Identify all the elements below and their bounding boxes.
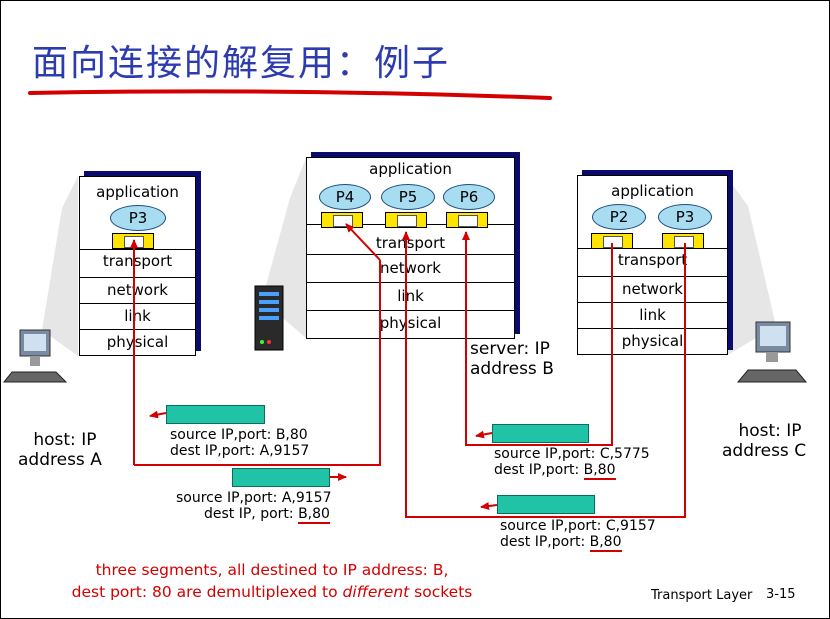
server-process-p5: P5 bbox=[381, 184, 435, 210]
segment-4-source-value: C,9157 bbox=[605, 518, 656, 534]
server-application-label: application bbox=[369, 160, 452, 178]
page-number: 3-15 bbox=[766, 587, 796, 602]
segment-4-labels: source IP,port: C,9157 dest IP,port: B,8… bbox=[500, 518, 656, 552]
segment-4-source-label: source IP,port: bbox=[500, 518, 606, 534]
segment-2-source-label: source IP,port: bbox=[176, 490, 282, 506]
server-socket-p4 bbox=[321, 212, 363, 228]
segment-2-dest-label: dest IP, port: bbox=[204, 506, 299, 522]
server-transport-label: transport bbox=[375, 234, 446, 252]
segment-4-dest-label: dest IP,port: bbox=[500, 534, 590, 550]
host-a-process-p3: P3 bbox=[110, 205, 166, 231]
host-c-stack: application P2 P3 transport network link… bbox=[577, 175, 728, 355]
demux-note-line2: dest port: 80 are demultiplexed to diffe… bbox=[62, 581, 482, 603]
host-c-socket-p3 bbox=[662, 233, 704, 249]
host-a-physical-layer: physical bbox=[80, 329, 195, 356]
server-process-p6: P6 bbox=[443, 184, 495, 210]
server-label: server: IP address B bbox=[470, 339, 554, 379]
host-a-link-label: link bbox=[124, 307, 151, 325]
host-a-network-layer: network bbox=[80, 277, 195, 304]
host-c-label: host: IP address C bbox=[722, 421, 806, 461]
host-c-network-label: network bbox=[622, 280, 683, 298]
segment-4-dest: dest IP,port: B,80 bbox=[500, 534, 656, 552]
server-label-line1: server: IP bbox=[470, 339, 550, 359]
demux-note-line2-pre: dest port: 80 are demultiplexed to bbox=[71, 583, 343, 601]
host-c-process-p3: P3 bbox=[658, 204, 712, 230]
segment-4-source: source IP,port: C,9157 bbox=[500, 518, 656, 534]
segment-2 bbox=[232, 468, 330, 487]
segment-3-source: source IP,port: C,5775 bbox=[494, 446, 650, 462]
host-a-application-label: application bbox=[96, 183, 179, 201]
host-c-socket-p2 bbox=[591, 233, 633, 249]
host-a-socket bbox=[112, 233, 154, 249]
server-p5-label: P5 bbox=[398, 188, 418, 206]
slide-title: 面向连接的解复用：例子 bbox=[32, 43, 451, 84]
server-transport-layer: transport bbox=[307, 224, 514, 255]
host-a-label: host: IP address A bbox=[18, 430, 102, 470]
host-a-label-line2: address A bbox=[18, 450, 102, 470]
host-c-process-p2: P2 bbox=[592, 204, 646, 230]
segment-1-dest-value: A,9157 bbox=[259, 443, 310, 459]
segment-3-dest-label: dest IP,port: bbox=[494, 462, 584, 478]
segment-1-source-value: B,80 bbox=[275, 427, 308, 443]
server-network-layer: network bbox=[307, 254, 514, 283]
segment-1-labels: source IP,port: B,80 dest IP,port: A,915… bbox=[170, 427, 309, 459]
server-socket-p6 bbox=[446, 212, 488, 228]
server-link-label: link bbox=[397, 287, 424, 305]
host-a-label-line1: host: IP bbox=[33, 430, 97, 450]
segment-3-source-value: C,5775 bbox=[599, 446, 650, 462]
segment-1-source: source IP,port: B,80 bbox=[170, 427, 309, 443]
host-c-label-line1: host: IP bbox=[738, 421, 802, 441]
demux-note-line2-post: sockets bbox=[409, 583, 473, 601]
segment-2-source-value: A,9157 bbox=[281, 490, 332, 506]
host-a-network-label: network bbox=[107, 281, 168, 299]
segment-2-source: source IP,port: A,9157 bbox=[176, 490, 331, 506]
footer-title: Transport Layer bbox=[651, 588, 753, 603]
host-a-physical-label: physical bbox=[106, 333, 169, 351]
segment-2-dest: dest IP, port: B,80 bbox=[176, 506, 331, 524]
segment-2-dest-value: B,80 bbox=[298, 506, 330, 524]
segment-2-labels: source IP,port: A,9157 dest IP, port: B,… bbox=[176, 490, 331, 524]
host-c-physical-layer: physical bbox=[578, 328, 727, 355]
host-c-link-layer: link bbox=[578, 302, 727, 329]
host-a-transport-layer: transport bbox=[80, 249, 195, 280]
server-process-p4: P4 bbox=[319, 184, 371, 210]
segment-3-source-label: source IP,port: bbox=[494, 446, 600, 462]
demux-note: three segments, all destined to IP addre… bbox=[62, 559, 482, 603]
segment-3-dest-value: B,80 bbox=[583, 462, 616, 480]
host-c-network-layer: network bbox=[578, 276, 727, 303]
segment-1 bbox=[166, 405, 265, 424]
server-physical-label: physical bbox=[379, 314, 442, 332]
server-socket-p5 bbox=[385, 212, 427, 228]
server-p4-label: P4 bbox=[335, 188, 355, 206]
host-c-transport-label: transport bbox=[617, 251, 688, 269]
segment-4-dest-value: B,80 bbox=[589, 534, 622, 552]
segment-1-dest: dest IP,port: A,9157 bbox=[170, 443, 309, 459]
server-stack: application P4 P5 P6 transport network l… bbox=[306, 157, 515, 339]
segment-1-dest-label: dest IP,port: bbox=[170, 443, 260, 459]
host-c-p2-label: P2 bbox=[609, 208, 629, 226]
host-a-p3-label: P3 bbox=[128, 209, 148, 227]
host-c-label-line2: address C bbox=[722, 441, 807, 461]
demux-note-line2-em: different bbox=[342, 583, 410, 601]
server-p6-label: P6 bbox=[459, 188, 479, 206]
host-c-physical-label: physical bbox=[621, 332, 684, 350]
segment-3 bbox=[492, 424, 589, 443]
host-c-p3-label: P3 bbox=[675, 208, 695, 226]
host-c-link-label: link bbox=[639, 306, 666, 324]
server-label-line2: address B bbox=[470, 359, 554, 379]
segment-3-labels: source IP,port: C,5775 dest IP,port: B,8… bbox=[494, 446, 650, 480]
host-a-stack: application P3 transport network link ph… bbox=[79, 176, 196, 356]
segment-1-source-label: source IP,port: bbox=[170, 427, 276, 443]
segment-4 bbox=[497, 495, 595, 514]
server-network-label: network bbox=[380, 259, 441, 277]
host-c-application-label: application bbox=[611, 182, 694, 200]
host-a-link-layer: link bbox=[80, 303, 195, 330]
host-a-transport-label: transport bbox=[102, 252, 173, 270]
demux-note-line1: three segments, all destined to IP addre… bbox=[95, 561, 449, 579]
server-link-layer: link bbox=[307, 282, 514, 311]
server-physical-layer: physical bbox=[307, 310, 514, 339]
segment-3-dest: dest IP,port: B,80 bbox=[494, 462, 650, 480]
host-c-transport-layer: transport bbox=[578, 248, 727, 279]
